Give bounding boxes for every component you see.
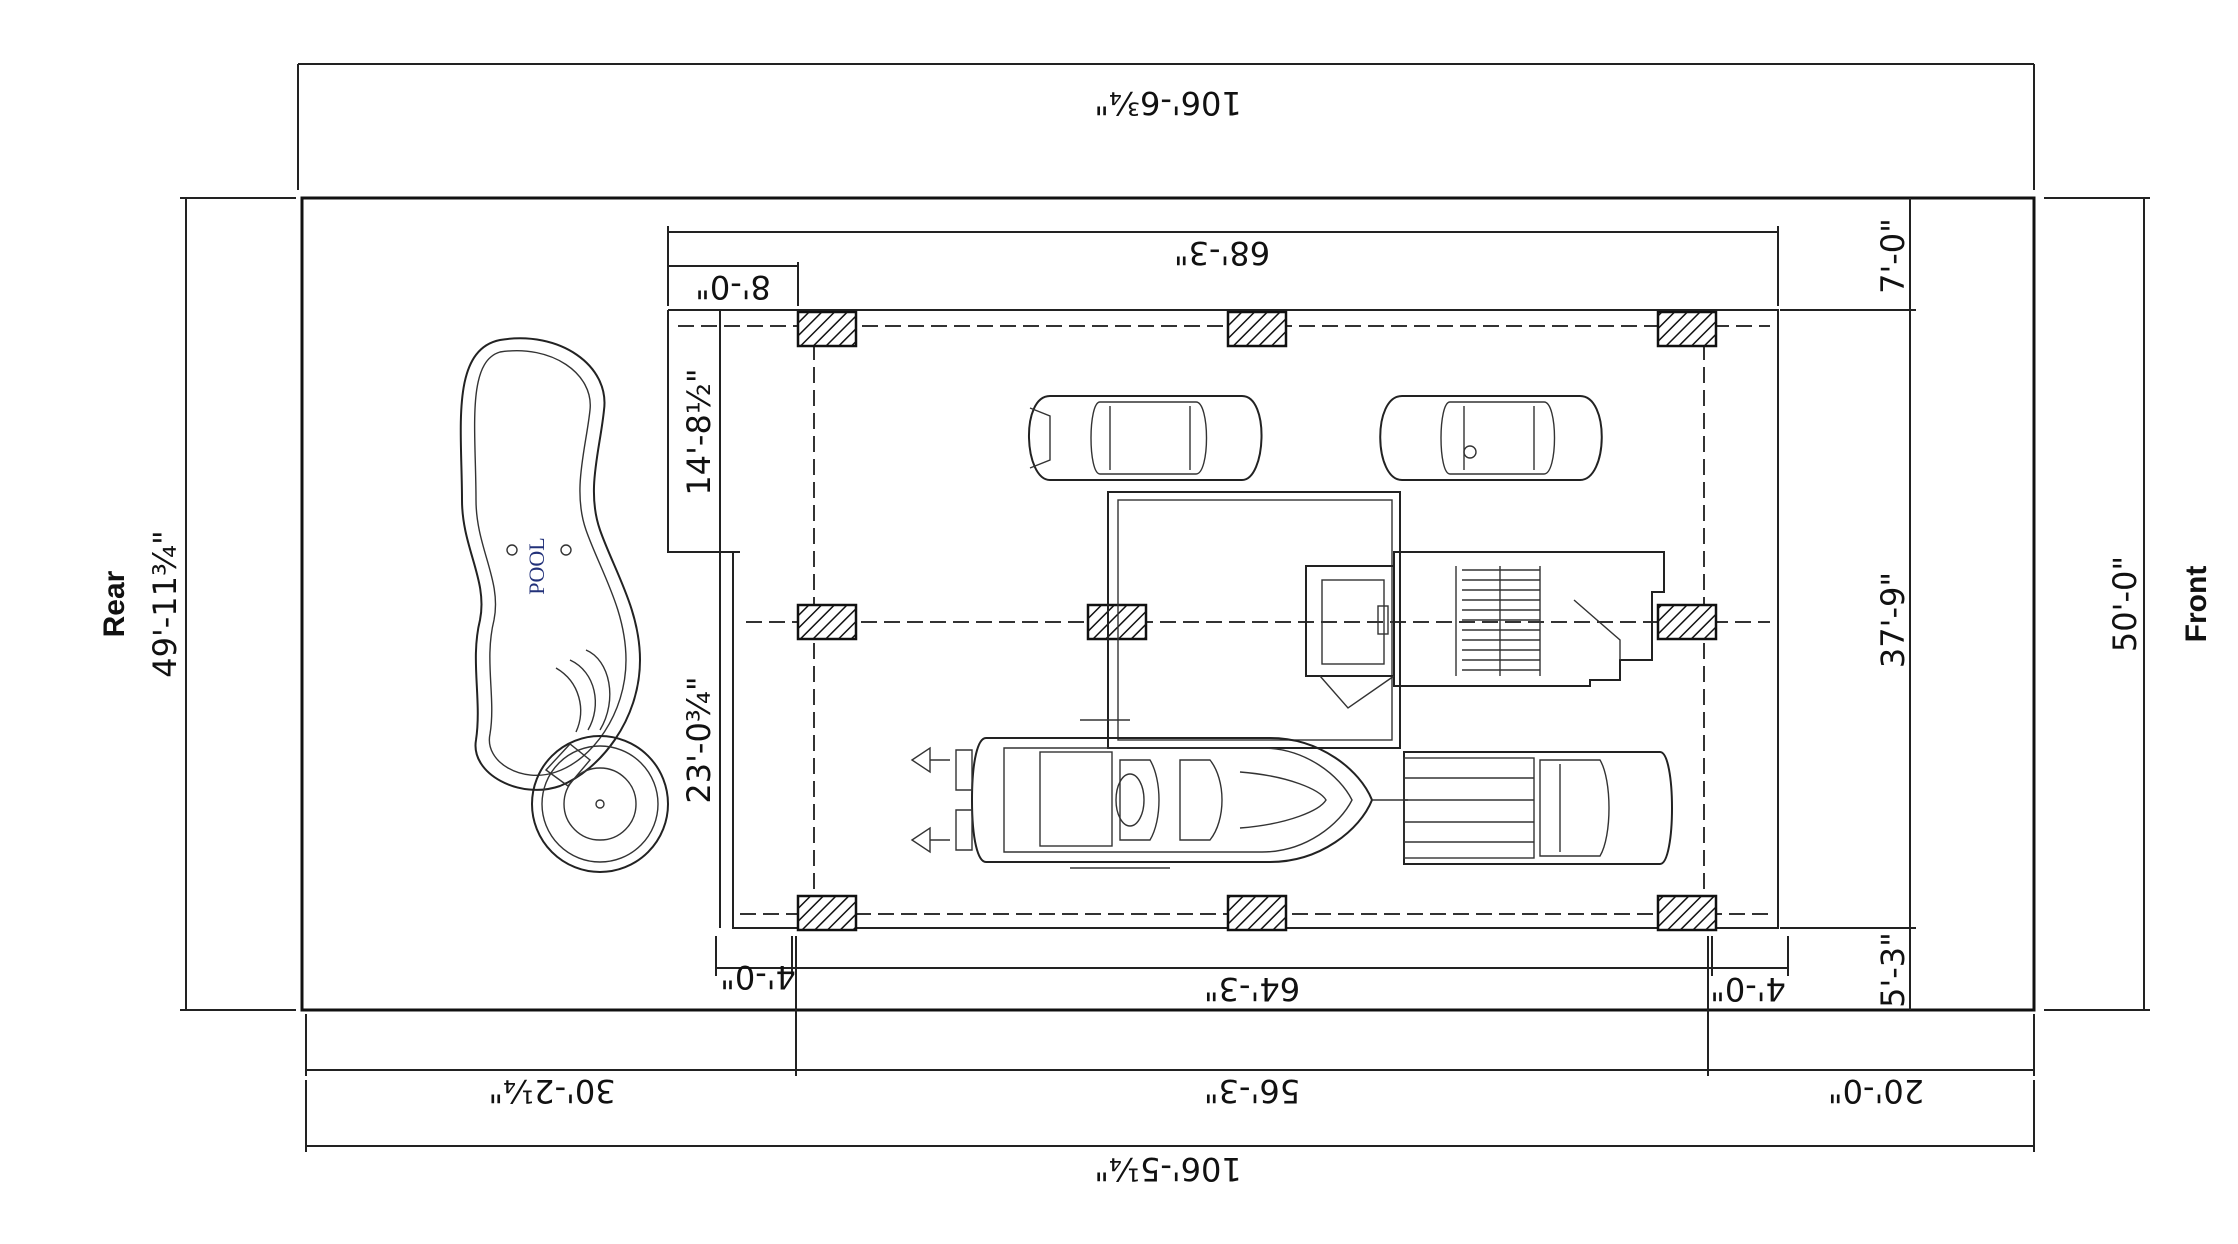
car-left (1028, 395, 1263, 481)
dim-bottom-front-setback-text: 20'-0" (1828, 1072, 1924, 1110)
column (1226, 310, 1288, 348)
dim-right-middle-text: 37'-9" (1874, 572, 1912, 668)
dimension-rear-overall: 49'-11¾" Rear (98, 197, 296, 1011)
column (796, 310, 858, 348)
rear-label: Rear (98, 570, 131, 637)
dim-top-overall-text: 106'-6¾" (1094, 84, 1242, 122)
column (1226, 894, 1288, 932)
pool: POOL (459, 337, 642, 791)
columns (796, 310, 1718, 932)
column (1656, 894, 1718, 932)
boat (910, 719, 1408, 869)
dim-bottom-right-offset-text: 4'-0" (1710, 970, 1786, 1008)
column (1656, 310, 1718, 348)
stair-treads (1462, 566, 1541, 676)
dim-right-top-text: 7'-0" (1874, 218, 1912, 294)
dimension-right-chain: 7'-0" 37'-9" 5'-3" (1780, 198, 1916, 1010)
dim-right-overall-text: 50'-0" (2106, 556, 2144, 652)
dimension-front-overall: 50'-0" Front (2044, 197, 2213, 1011)
hot-tub (531, 735, 669, 873)
truck (1403, 751, 1673, 865)
stair-core (1305, 551, 1665, 709)
dim-bottom-middle-text: 56'-3" (1204, 1072, 1300, 1110)
dimension-top-building: 68'-3" (667, 226, 1779, 306)
dim-top-left-offset-text: 8'-0" (695, 268, 771, 306)
building-outline (667, 309, 1779, 929)
entry-box (1107, 491, 1401, 749)
dimension-top-overall: 106'-6¾" (297, 63, 2035, 190)
column (1656, 603, 1718, 641)
dim-bottom-overall-text: 106'-5¼" (1094, 1150, 1242, 1188)
dimension-top-left-offset: 8'-0" (668, 262, 799, 306)
dim-right-bottom-text: 5'-3" (1874, 932, 1912, 1008)
dim-rear-overall-text: 49'-11¾" (146, 530, 184, 678)
front-label: Front (2180, 566, 2213, 643)
dimension-left-building: 14'-8½" 23'-0¾" (680, 310, 740, 928)
dimension-bottom-building: 64'-3" 4'-0" 4'-0" (715, 936, 1789, 1008)
dim-left-lower-text: 23'-0¾" (680, 676, 718, 803)
dim-bottom-rear-setback-text: 30'-2¼" (488, 1072, 615, 1110)
property-line (300, 196, 2036, 1012)
column (796, 603, 858, 641)
dimension-bottom-chain: 30'-2¼" 56'-3" 20'-0" (305, 936, 2035, 1110)
car-right (1379, 395, 1603, 481)
dim-bottom-left-offset-text: 4'-0" (720, 958, 796, 996)
pool-label: POOL (524, 537, 549, 594)
dim-left-upper-text: 14'-8½" (680, 368, 718, 495)
column (1086, 603, 1148, 641)
column (796, 894, 858, 932)
dim-top-building-text: 68'-3" (1174, 234, 1270, 272)
dimension-bottom-overall: 106'-5¼" (305, 1080, 2035, 1188)
dim-bottom-building-text: 64'-3" (1204, 970, 1300, 1008)
